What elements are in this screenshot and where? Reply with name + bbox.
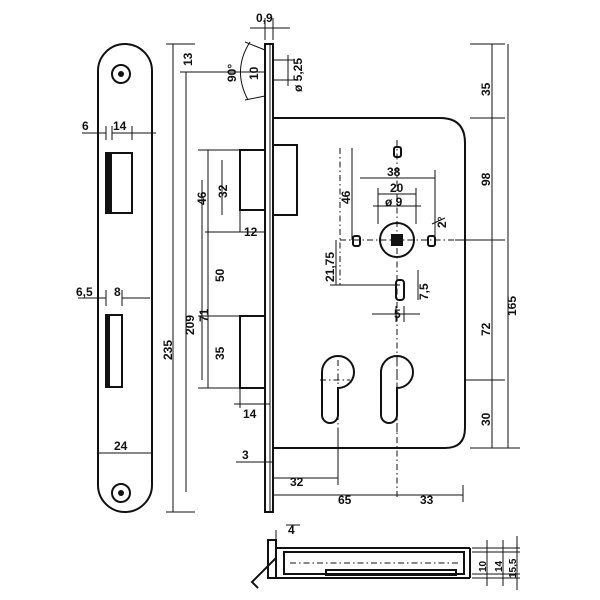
dim-6-5: 6,5 [76, 285, 93, 299]
dim-20: 20 [390, 181, 404, 195]
dim-50: 50 [213, 268, 227, 282]
faceplate-front-view [97, 43, 153, 513]
dim-71: 71 [197, 308, 211, 322]
dim-209: 209 [183, 315, 197, 335]
bottom-section-view: 4 10 14 15,5 [250, 523, 520, 590]
dim-10-top: 10 [247, 66, 261, 80]
dim-98: 98 [479, 172, 493, 186]
dim-5-25: ø 5,25 [291, 58, 305, 92]
main-dimensions: 235 209 13 71 46 32 50 35 0,9 [161, 11, 520, 513]
dim-0-9: 0,9 [256, 11, 273, 25]
dim-6: 6 [82, 119, 89, 133]
dim-14-side: 14 [494, 560, 505, 572]
dim-15-5: 15,5 [508, 558, 519, 578]
dim-13: 13 [181, 52, 195, 66]
dim-21-75: 21,75 [323, 252, 337, 282]
dim-46-left: 46 [195, 191, 209, 205]
dim-9: ø 9 [385, 195, 403, 209]
dim-35-lower: 35 [213, 346, 227, 360]
dim-14-lower: 14 [243, 407, 257, 421]
dim-65: 65 [338, 493, 352, 507]
dim-2deg: 2° [435, 216, 449, 228]
dim-3: 3 [242, 448, 249, 462]
faceplate-dimensions: 6 14 6,5 8 24 [76, 119, 156, 454]
dim-14-face: 14 [113, 119, 127, 133]
dim-165: 165 [505, 296, 519, 316]
dim-32-bottom: 32 [290, 475, 304, 489]
dim-38: 38 [387, 165, 401, 179]
dim-235: 235 [161, 340, 175, 360]
dim-35-right: 35 [479, 82, 493, 96]
dim-90deg: 90° [225, 64, 239, 82]
dim-7-5: 7,5 [417, 283, 431, 300]
dim-72: 72 [479, 322, 493, 336]
dim-8: 8 [114, 285, 121, 299]
dim-10-side: 10 [478, 560, 489, 572]
dim-30: 30 [479, 412, 493, 426]
centerlines [320, 140, 455, 500]
dim-12: 12 [244, 225, 258, 239]
dim-32-left: 32 [216, 184, 230, 198]
dim-24: 24 [114, 439, 128, 453]
dim-46-inner: 46 [339, 190, 353, 204]
dim-5: 5 [394, 307, 401, 321]
dim-4: 4 [288, 523, 295, 537]
dim-33: 33 [420, 493, 434, 507]
